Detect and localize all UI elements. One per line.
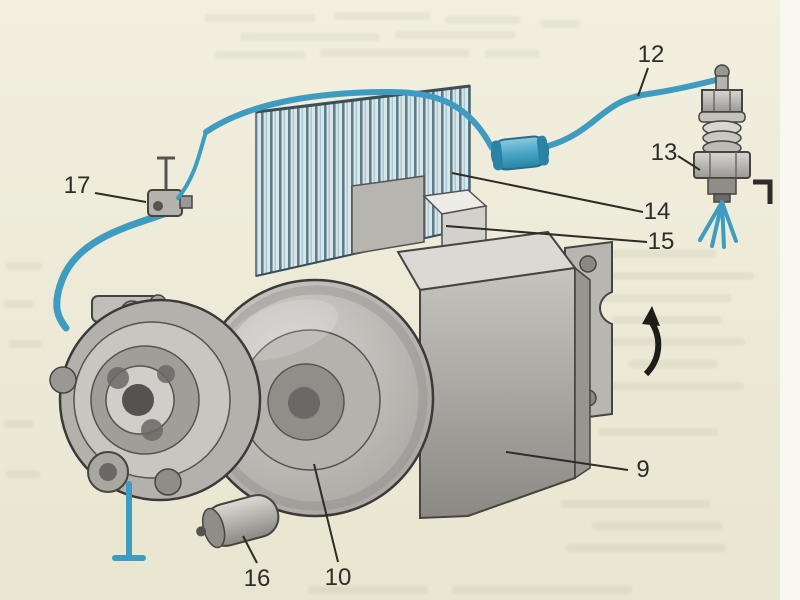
spark-plug: [693, 64, 773, 204]
callout-12-label: 12: [638, 41, 665, 68]
callout-13-label: 13: [651, 139, 678, 166]
leader-12: [637, 67, 649, 97]
callout-labels: 12 13 14 15 17 9 10 16: [64, 41, 678, 592]
high-voltage-wire: [176, 77, 719, 200]
spark-rays: [698, 200, 738, 249]
callout-leaders: [94, 67, 701, 564]
callout-14-label: 14: [644, 198, 671, 225]
flywheel-coupling: [49, 294, 262, 502]
leader-14: [451, 172, 644, 213]
timing-pin: [112, 481, 146, 561]
leader-15: [445, 225, 648, 243]
leader-10: [313, 463, 339, 563]
core-block: [351, 175, 425, 255]
callout-15-label: 15: [648, 228, 675, 255]
callout-16-label: 16: [244, 565, 271, 592]
callout-9-label: 9: [636, 456, 649, 483]
leader-13: [677, 155, 701, 171]
bleed-through-text: [4, 12, 754, 594]
leader-9: [505, 451, 629, 471]
suppressor-capacitor: [490, 135, 550, 171]
leader-16: [242, 535, 258, 564]
wire-clamp: [147, 156, 193, 217]
rotor-drum: [195, 278, 435, 518]
callout-17-label: 17: [64, 172, 91, 199]
capacitor-cylinder: [196, 494, 280, 549]
ground-wire: [53, 208, 174, 332]
callout-10-label: 10: [325, 564, 352, 591]
ground-electrode-bracket: [753, 179, 773, 204]
page-edge-strip: [780, 0, 800, 600]
leader-17: [94, 192, 147, 203]
rotation-arrow: [642, 306, 662, 377]
